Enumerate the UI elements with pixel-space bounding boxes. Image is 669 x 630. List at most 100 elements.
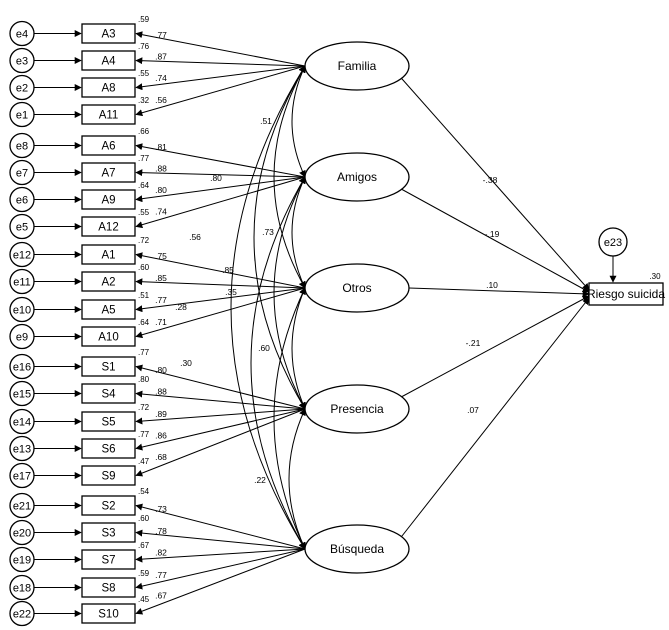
path-coef-otros: .10 <box>486 280 498 290</box>
error-label-e15: e15 <box>13 389 31 401</box>
latent-label-familia: Familia <box>338 59 377 73</box>
indicator-label-s7: S7 <box>101 555 115 567</box>
path-coef-busqueda: .07 <box>467 405 479 415</box>
indicator-label-a4: A4 <box>101 56 116 68</box>
r2-s1: .77 <box>138 348 150 357</box>
indicator-label-a5: A5 <box>101 305 115 317</box>
indicator-label-s9: S9 <box>101 471 115 483</box>
error-circle-e8 <box>9 132 35 159</box>
latent-ellipse-familia <box>304 41 410 91</box>
error-circle-e7 <box>9 159 35 186</box>
covariance-value-amigos-otros: .73 <box>262 227 274 237</box>
latent-ellipse-busqueda <box>304 524 410 574</box>
indicator-box-a10 <box>81 326 136 347</box>
indicator-box-s7 <box>81 549 136 570</box>
indicator-box-a7 <box>81 162 136 183</box>
r2-s5: .72 <box>138 403 150 412</box>
covariance-presencia-busqueda <box>288 408 306 550</box>
loading-arrow-a6 <box>135 143 306 178</box>
path-coef-amigos: -.19 <box>485 229 500 239</box>
error-circle-e15 <box>9 380 35 407</box>
loading-value-s5: .89 <box>155 409 167 419</box>
loading-value-a11: .56 <box>155 95 167 105</box>
error-label-e12: e12 <box>13 250 31 262</box>
error-circle-e13 <box>9 435 35 462</box>
loading-arrow-s9 <box>135 408 306 477</box>
error-label-e13: e13 <box>13 444 31 456</box>
error-label-e21: e21 <box>13 501 31 513</box>
loading-arrow-a12 <box>135 176 306 229</box>
r2-a7: .77 <box>138 154 150 163</box>
indicator-label-s5: S5 <box>101 417 115 429</box>
covariance-amigos-busqueda <box>250 176 306 550</box>
error-circle-e6 <box>9 186 35 213</box>
loading-arrow-s10 <box>135 548 306 615</box>
indicator-box-s5 <box>81 411 136 432</box>
loading-value-s10: .67 <box>155 591 167 601</box>
indicator-box-s3 <box>81 522 136 543</box>
r2-s9: .47 <box>138 457 150 466</box>
covariance-familia-amigos <box>291 65 306 178</box>
indicator-box-s6 <box>81 438 136 459</box>
error-label-e2: e2 <box>16 83 28 95</box>
indicator-label-a2: A2 <box>101 277 115 289</box>
covariance-value-otros-busqueda: .35 <box>225 287 237 297</box>
r2-a2: .60 <box>138 263 150 272</box>
error-label-e4: e4 <box>16 29 28 41</box>
error-label-e9: e9 <box>16 332 28 344</box>
indicator-box-s9 <box>81 465 136 486</box>
r2-a10: .64 <box>138 318 150 327</box>
covariance-value-familia-amigos: .51 <box>260 116 272 126</box>
loading-arrow-s8 <box>135 548 306 590</box>
latent-ellipse-amigos <box>304 152 410 202</box>
error-label-e18: e18 <box>13 583 31 595</box>
loading-value-a4: .87 <box>155 52 167 62</box>
loading-value-a12: .74 <box>155 207 167 217</box>
indicator-label-a8: A8 <box>101 83 115 95</box>
latent-ellipse-otros <box>304 263 410 313</box>
error-circle-e22 <box>9 600 35 627</box>
loading-value-s8: .77 <box>155 570 167 580</box>
indicator-box-a5 <box>81 299 136 320</box>
r2-s4: .80 <box>138 375 150 384</box>
error-circle-e1 <box>9 101 35 128</box>
r2-a12: .55 <box>138 208 150 217</box>
loading-value-a8: .74 <box>155 73 167 83</box>
loading-arrow-s7 <box>135 548 306 563</box>
error-circle-e20 <box>9 519 35 546</box>
covariance-amigos-presencia <box>273 176 306 410</box>
path-busqueda-to-riesgo <box>400 297 590 538</box>
error-label-e20: e20 <box>13 528 31 540</box>
latent-ellipse-presencia <box>304 384 410 434</box>
indicator-box-s2 <box>81 495 136 516</box>
covariance-value-amigos-presencia: .85 <box>222 265 234 275</box>
path-presencia-to-riesgo <box>400 295 590 398</box>
covariance-otros-busqueda <box>273 287 306 550</box>
r2-s8: .59 <box>138 569 150 578</box>
loading-value-s3: .78 <box>155 526 167 536</box>
loading-value-s7: .82 <box>155 547 167 557</box>
indicator-label-a11: A11 <box>99 110 119 122</box>
loading-arrow-a5 <box>135 287 306 313</box>
outcome-box-riesgo-suicida <box>588 282 664 306</box>
loading-arrow-s1 <box>135 364 306 410</box>
path-coef-familia: -.38 <box>483 175 498 185</box>
error-circle-e4 <box>9 20 35 47</box>
r2-a6: .66 <box>138 127 150 136</box>
loading-arrow-s2 <box>135 503 306 550</box>
latent-label-busqueda: Búsqueda <box>330 542 384 556</box>
loading-value-a2: .85 <box>155 273 167 283</box>
error-circle-e11 <box>9 268 35 295</box>
loading-value-a7: .88 <box>155 163 167 173</box>
covariance-familia-otros <box>273 65 306 289</box>
path-familia-to-riesgo <box>400 77 590 291</box>
error-circle-e21 <box>9 492 35 519</box>
loading-arrow-s3 <box>135 529 306 550</box>
indicator-box-a11 <box>81 104 136 125</box>
loading-value-s4: .88 <box>155 387 167 397</box>
indicator-label-a10: A10 <box>98 332 118 344</box>
error-label-e17: e17 <box>13 471 31 483</box>
error-label-e22: e22 <box>13 609 31 621</box>
loading-arrow-s6 <box>135 408 306 451</box>
